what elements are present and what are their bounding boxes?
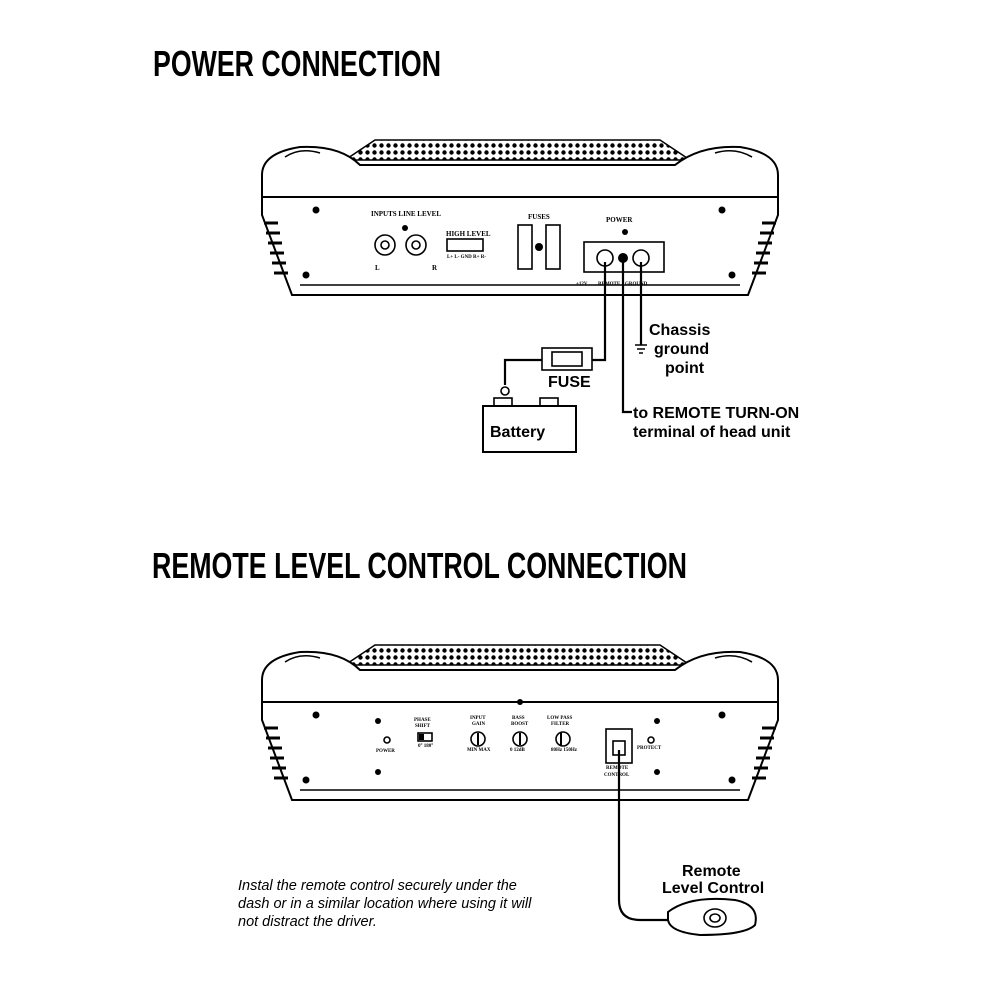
low-pass-label: LOW PASS <box>547 716 572 721</box>
phase-label: PHASE <box>414 718 431 723</box>
input-label: INPUT <box>470 716 486 721</box>
high-level-connector <box>446 238 484 252</box>
low-pass-knob <box>555 731 571 747</box>
instruction-line-3: not distract the driver. <box>238 914 377 930</box>
bass-boost-knob <box>512 731 528 747</box>
remote-label: Remote <box>682 863 741 880</box>
remote-terminal-label: REMOTE <box>598 282 621 287</box>
remote-wire <box>621 262 632 414</box>
rca-right-jack <box>405 234 427 256</box>
power-led-label: POWER <box>376 749 395 754</box>
high-level-label: HIGH LEVEL <box>446 230 491 238</box>
ground-symbol-icon <box>635 344 647 354</box>
plus12v-label: +12V <box>576 282 588 287</box>
lp-values-label: 80Hz 150Hz <box>551 748 578 753</box>
power-led <box>383 736 391 744</box>
ground-terminal-label: GROUND <box>625 282 648 287</box>
amplifier-power-side <box>260 138 780 297</box>
power-wiring <box>503 262 647 414</box>
high-level-pins-label: L+ L- GND R+ R- <box>447 255 486 260</box>
gain-label: GAIN <box>472 722 485 727</box>
battery-positive-wire <box>503 358 542 385</box>
rca-left-jack <box>374 234 396 256</box>
fuse-holder-1 <box>517 224 533 270</box>
instruction-line-2: dash or in a similar location where usin… <box>238 896 532 912</box>
remote-jack-label: REMOTE <box>606 766 629 771</box>
level-control-label: Level Control <box>662 880 764 897</box>
ground-label: ground <box>654 341 709 358</box>
left-label: L <box>375 264 380 272</box>
protect-led <box>647 736 655 744</box>
boost-label: BOOST <box>511 722 529 727</box>
filter-label: FILTER <box>551 722 570 727</box>
remote-turn-on-label: to REMOTE TURN-ON <box>633 405 799 422</box>
phase-shift-switch <box>417 732 433 742</box>
battery-label: Battery <box>490 424 545 441</box>
inputs-line-level-label: INPUTS LINE LEVEL <box>371 210 441 218</box>
battery: Battery <box>482 386 577 453</box>
plus12v-wire <box>592 262 607 362</box>
chassis-label: Chassis <box>649 322 710 339</box>
instruction-line-1: Instal the remote control securely under… <box>238 878 517 894</box>
gain-values-label: MIN MAX <box>467 748 491 753</box>
bass-label: BASS <box>512 716 525 721</box>
fuses-label: FUSES <box>528 213 550 221</box>
fuse-holder-2 <box>545 224 561 270</box>
amp-control-panel: POWER PHASE SHIFT 0° 180° INPUT GAIN MIN… <box>375 699 662 778</box>
remote-level-control-knob <box>667 897 757 937</box>
right-label: R <box>432 264 438 272</box>
shift-label: SHIFT <box>415 724 431 729</box>
control-jack-label: CONTROL <box>604 773 630 778</box>
input-gain-knob <box>470 731 486 747</box>
point-label: point <box>665 360 705 377</box>
installation-instruction: Instal the remote control securely under… <box>238 878 532 930</box>
fuse-label: FUSE <box>548 374 591 391</box>
protect-label: PROTECT <box>637 746 662 751</box>
remote-level-control-title: REMOTE LEVEL CONTROL CONNECTION <box>152 545 687 586</box>
phase-values-label: 0° 180° <box>418 744 433 749</box>
head-unit-terminal-label: terminal of head unit <box>633 424 791 441</box>
amp-input-panel: INPUTS LINE LEVEL L R HIGH LEVEL L+ L- G… <box>371 210 665 287</box>
boost-values-label: 0 12dB <box>510 748 526 753</box>
remote-cable <box>617 750 680 922</box>
power-label: POWER <box>606 216 633 224</box>
power-connection-title: POWER CONNECTION <box>153 43 441 84</box>
